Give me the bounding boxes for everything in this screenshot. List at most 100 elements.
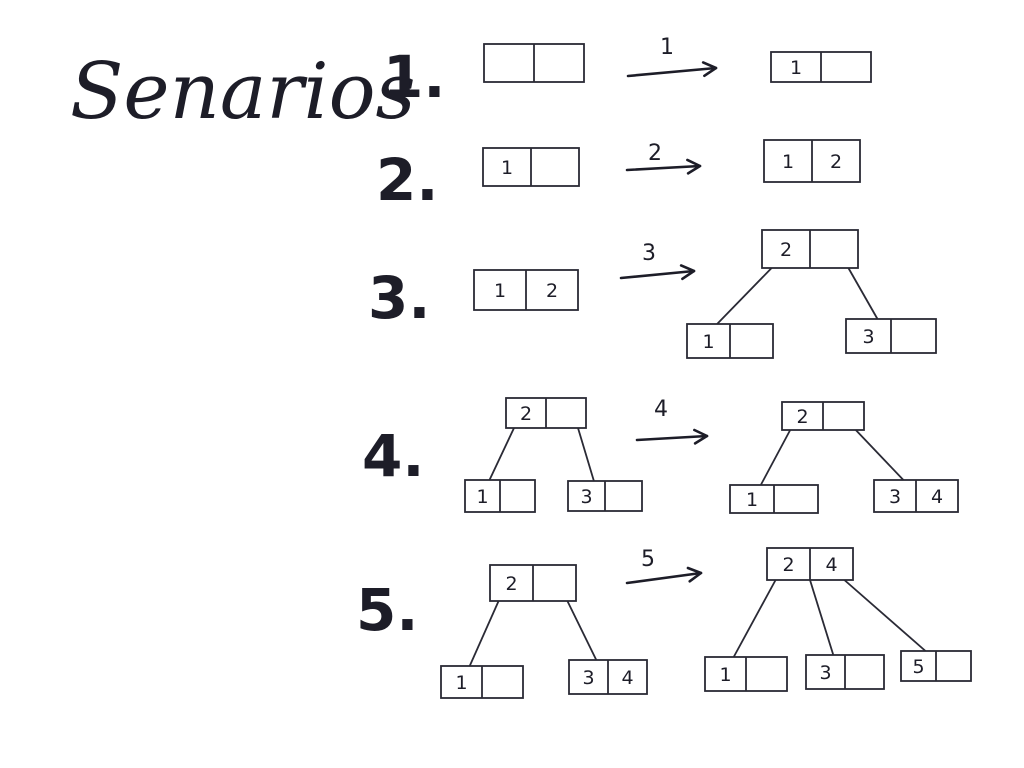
scenario-number: 2. <box>376 146 438 214</box>
tree-before <box>483 43 585 83</box>
node-key-1: 1 <box>746 489 758 511</box>
arrow-shaft <box>626 66 718 78</box>
root-node: 2 <box>505 397 587 429</box>
node-key-1: 1 <box>790 57 802 79</box>
tree-before: 1 <box>482 147 580 187</box>
insert-arrow: 5 <box>625 547 703 585</box>
node-key-1: 1 <box>702 331 714 353</box>
node-key-1: 1 <box>782 151 794 173</box>
node-key-1: 3 <box>889 486 901 508</box>
root-node: 2 <box>489 564 577 602</box>
arrow-shaft <box>635 434 709 442</box>
leaf-node: 3 <box>567 480 643 512</box>
root-node: 2 <box>781 401 865 431</box>
node-key-1: 1 <box>501 157 513 179</box>
leaf-node: 3 <box>805 654 885 690</box>
leaf-node: 1 <box>464 479 536 513</box>
scenario-number: 4. <box>362 422 424 490</box>
insert-arrow: 4 <box>635 397 709 445</box>
node-key-1: 3 <box>582 667 594 689</box>
node-key-2: 4 <box>621 667 633 689</box>
tree-edge <box>468 600 500 667</box>
node <box>483 43 585 83</box>
arrow-head <box>679 264 696 281</box>
tree-edge <box>566 600 598 661</box>
node-key-1: 3 <box>580 486 592 508</box>
arrow-shaft <box>619 269 696 280</box>
leaf-node: 1 <box>440 665 524 699</box>
insert-arrow: 2 <box>625 141 702 175</box>
tree-edge <box>760 429 791 486</box>
tree-after: 2 1 3 <box>686 229 937 359</box>
node-key-2: 2 <box>546 280 558 302</box>
node-key-2: 4 <box>931 486 943 508</box>
root-node: 2 <box>761 229 859 269</box>
page-title: Senarios <box>70 47 416 137</box>
tree-edge <box>847 267 879 320</box>
arrow-head <box>686 158 702 175</box>
tree-edge <box>577 427 595 482</box>
leaf-node: 1 <box>686 323 774 359</box>
arrow-head <box>701 61 718 78</box>
arrow-shaft <box>625 164 702 172</box>
node-key-1: 2 <box>782 554 794 576</box>
node-key-2: 2 <box>830 151 842 173</box>
inserted-key-label: 1 <box>660 35 674 60</box>
node-key-2: 4 <box>825 554 837 576</box>
tree-before: 2 1 3 <box>464 397 643 513</box>
leaf-node: 1 <box>704 656 788 692</box>
inserted-key-label: 5 <box>641 547 655 572</box>
insert-arrow: 3 <box>619 241 696 281</box>
tree-edge <box>716 267 773 325</box>
insert-arrow: 1 <box>626 35 718 78</box>
arrow-shaft <box>625 571 703 585</box>
tree-edge <box>843 579 927 652</box>
inserted-key-label: 4 <box>654 397 668 422</box>
node-key-1: 3 <box>819 662 831 684</box>
node: 1 <box>482 147 580 187</box>
node-key-1: 1 <box>455 672 467 694</box>
node-key-1: 3 <box>862 326 874 348</box>
inserted-key-label: 3 <box>642 241 656 266</box>
node-key-1: 2 <box>520 403 532 425</box>
scenario-number: 3. <box>368 264 430 332</box>
scenario-1: 1.11 <box>383 35 872 111</box>
leaf-node: 1 <box>729 484 819 514</box>
node: 1 <box>770 51 872 83</box>
arrow-head <box>693 428 709 445</box>
tree-edge <box>732 579 777 658</box>
node-key-1: 1 <box>719 664 731 686</box>
leaf-node: 3 <box>845 318 937 354</box>
scenario-number: 5. <box>356 576 418 644</box>
leaf-node: 5 <box>900 650 972 682</box>
tree-edge <box>809 579 835 656</box>
node-key-1: 2 <box>780 239 792 261</box>
inserted-key-label: 2 <box>648 141 662 166</box>
node-key-1: 5 <box>912 656 924 678</box>
arrow-head <box>686 566 703 583</box>
node-key-1: 2 <box>796 406 808 428</box>
tree-edge <box>488 427 515 481</box>
tree-edge <box>855 429 905 481</box>
node-key-1: 2 <box>505 573 517 595</box>
tree-after: 1 <box>770 51 872 83</box>
node-key-1: 1 <box>476 486 488 508</box>
scenario-number: 1. <box>383 43 445 111</box>
